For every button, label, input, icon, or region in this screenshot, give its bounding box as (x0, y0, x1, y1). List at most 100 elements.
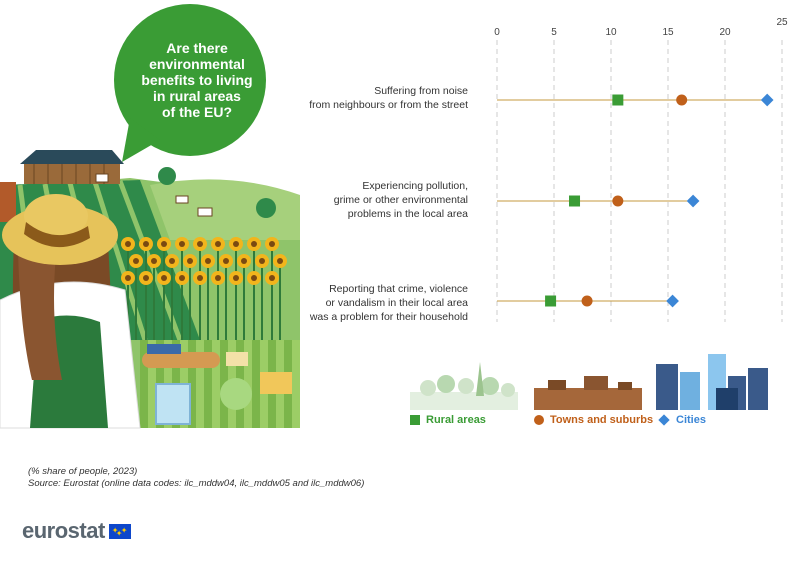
sunflower-center (259, 258, 265, 264)
sunflower-stem (243, 261, 245, 340)
butter-icon (147, 344, 181, 354)
category-label-line: was a problem for their household (309, 311, 468, 323)
sunflower-center (125, 275, 131, 281)
category-label-line: Reporting that crime, violence (329, 283, 468, 295)
sunflower-center (215, 241, 221, 247)
towns-pictogram (534, 376, 642, 410)
sunflower-center (197, 275, 203, 281)
category-label-noise: Suffering from noise from neighbours or … (309, 84, 468, 112)
hill-right (150, 179, 300, 240)
sunflower-center (251, 241, 257, 247)
tree-icon (158, 167, 176, 185)
tree-icon (256, 198, 276, 218)
sunflower-stem (189, 261, 191, 340)
x-tick-label: 20 (719, 27, 731, 38)
cities-pictogram (656, 354, 768, 410)
legend-rural: Rural areas (410, 414, 486, 426)
sunflower-stem (135, 261, 137, 340)
category-label-line: from neighbours or from the street (309, 99, 468, 111)
sunflower-center (233, 241, 239, 247)
cow-icon (95, 173, 109, 183)
sunflower-center (143, 275, 149, 281)
towns-marker (676, 94, 688, 106)
check-stripe (188, 340, 196, 428)
x-tick-label: 10 (605, 27, 617, 38)
category-label-line: or vandalism in their local area (325, 297, 468, 309)
unit-note: (% share of people, 2023) (28, 466, 138, 477)
sunflower-center (215, 275, 221, 281)
category-label-line: grime or other environmental (333, 194, 468, 206)
category-label-line: Experiencing pollution, (362, 180, 468, 192)
sunflower-center (179, 275, 185, 281)
sunflower-center (197, 241, 203, 247)
x-tick-label: 15 (662, 27, 674, 38)
sunflower-stem (199, 278, 201, 340)
sunflower-center (251, 275, 257, 281)
lettuce-icon (220, 378, 252, 410)
cities-marker (686, 194, 700, 208)
sunflower-center (179, 241, 185, 247)
cow-icon (197, 207, 213, 217)
legend-label: Cities (676, 414, 706, 426)
barn-roof (20, 150, 124, 164)
check-stripe (140, 340, 148, 428)
bread-icon (142, 352, 220, 368)
farmer-hat-band (24, 222, 90, 248)
sunflowers (121, 237, 287, 340)
sunflower-center (143, 241, 149, 247)
sunflower-center (241, 258, 247, 264)
sunflower-stem (253, 278, 255, 340)
bubble-question: Are there environmental benefits to livi… (118, 40, 276, 120)
check-stripe (204, 340, 212, 428)
category-label-crime: Reporting that crime, violence or vandal… (310, 282, 468, 324)
category-label-line: Suffering from noise (374, 85, 468, 97)
bubble-line-2: environmental (149, 56, 245, 72)
category-label-pollution: Experiencing pollution, grime or other e… (334, 179, 468, 221)
bubble-line-3: benefits to living (141, 72, 253, 88)
category-label-line: problems in the local area (347, 208, 468, 220)
check-stripe (252, 340, 260, 428)
legend-towns: Towns and suburbs (534, 414, 653, 426)
sunflower-stem (279, 261, 281, 340)
sunflower-center (133, 258, 139, 264)
bubble-line-5: of the EU? (162, 104, 232, 120)
bubble-line-4: in rural areas (153, 88, 241, 104)
sunflower-stem (153, 261, 155, 340)
sunflower-stem (225, 261, 227, 340)
rural-marker (545, 295, 557, 307)
chart-notes: (% share of people, 2023) Source: Eurost… (28, 466, 364, 490)
sunflower-stem (235, 278, 237, 340)
sunflower-stem (171, 261, 173, 340)
milk-glass-icon (155, 383, 191, 425)
bubble-line-1: Are there (166, 40, 228, 56)
cheese-icon (226, 352, 248, 366)
sunflower-stem (261, 261, 263, 340)
sunflower-stem (163, 278, 165, 340)
towns-marker (612, 195, 624, 207)
eurostat-logo: eurostat ✦✦ ✦ (22, 518, 131, 544)
farmer-hat-top (24, 194, 88, 238)
sunflower-center (161, 241, 167, 247)
x-tick-label: 25 (776, 17, 788, 28)
sunflower-center (233, 275, 239, 281)
legend-circle-icon (534, 415, 544, 425)
legend-label: Towns and suburbs (550, 414, 654, 426)
sunflower-stem (207, 261, 209, 340)
sunflower-center (223, 258, 229, 264)
legend-cities: Cities (658, 414, 706, 426)
sunflower-center (187, 258, 193, 264)
legend-label: Rural areas (426, 414, 486, 426)
eu-flag-icon: ✦✦ ✦ (108, 523, 131, 539)
sunflower-center (205, 258, 211, 264)
sunflower-center (169, 258, 175, 264)
brown-strip (0, 182, 16, 222)
rural-marker (612, 94, 624, 106)
sunflower-stem (217, 278, 219, 340)
legend-square-icon (410, 415, 420, 425)
cheese-icon (260, 372, 292, 394)
sunflower-center (161, 275, 167, 281)
sunflower-center (151, 258, 157, 264)
cow-icon (175, 195, 189, 204)
